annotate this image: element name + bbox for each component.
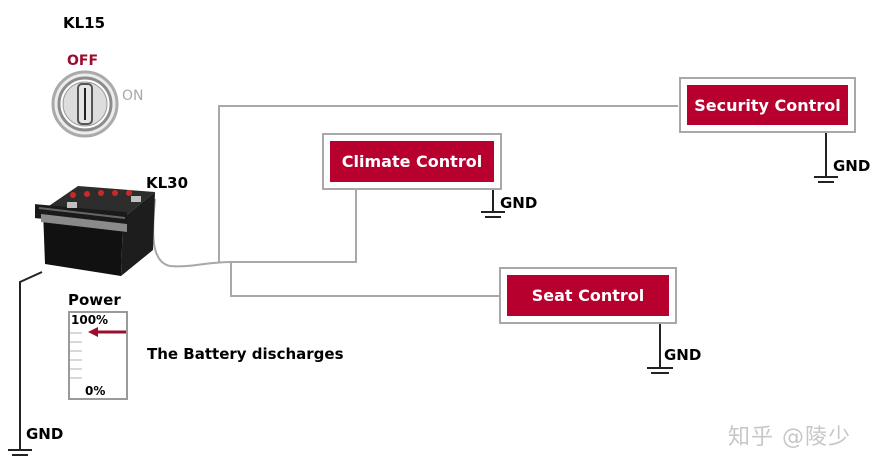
car-battery-icon — [35, 186, 155, 276]
seat-ground-symbol — [647, 367, 673, 374]
security-control-unit[interactable]: Security Control — [679, 77, 856, 133]
kl15-label: KL15 — [63, 14, 106, 32]
discharge-text: The Battery discharges — [147, 345, 344, 363]
battery-ground-symbol — [8, 449, 32, 456]
climate-control-unit[interactable]: Climate Control — [322, 133, 502, 190]
watermark-text: 知乎 @陵少 — [728, 425, 851, 450]
battery-gnd-label: GND — [26, 425, 64, 443]
wire-seat — [230, 263, 500, 297]
seat-control-label: Seat Control — [507, 275, 669, 316]
security-ground-symbol — [814, 176, 838, 183]
kl30-label: KL30 — [146, 174, 189, 192]
security-control-label: Security Control — [687, 85, 848, 125]
seat-gnd-label: GND — [664, 346, 702, 364]
power-label: Power — [68, 291, 121, 309]
level-pointer-icon — [88, 327, 126, 337]
battery-ground-wire — [19, 271, 43, 450]
gauge-min-label: 0% — [85, 384, 106, 398]
power-gauge: 100% 0% — [68, 311, 128, 400]
off-label: OFF — [67, 53, 99, 69]
kl30-cable — [152, 198, 233, 268]
climate-ground-symbol — [481, 211, 505, 218]
climate-control-label: Climate Control — [330, 141, 494, 182]
wire-climate — [232, 190, 357, 263]
ignition-switch-icon[interactable] — [51, 70, 119, 138]
seat-control-unit[interactable]: Seat Control — [499, 267, 677, 324]
wire-security — [218, 105, 678, 263]
climate-gnd-label: GND — [500, 194, 538, 212]
gauge-max-label: 100% — [71, 313, 109, 327]
security-gnd-label: GND — [833, 157, 871, 175]
gauge-scale — [70, 327, 126, 379]
on-label: ON — [122, 88, 144, 104]
